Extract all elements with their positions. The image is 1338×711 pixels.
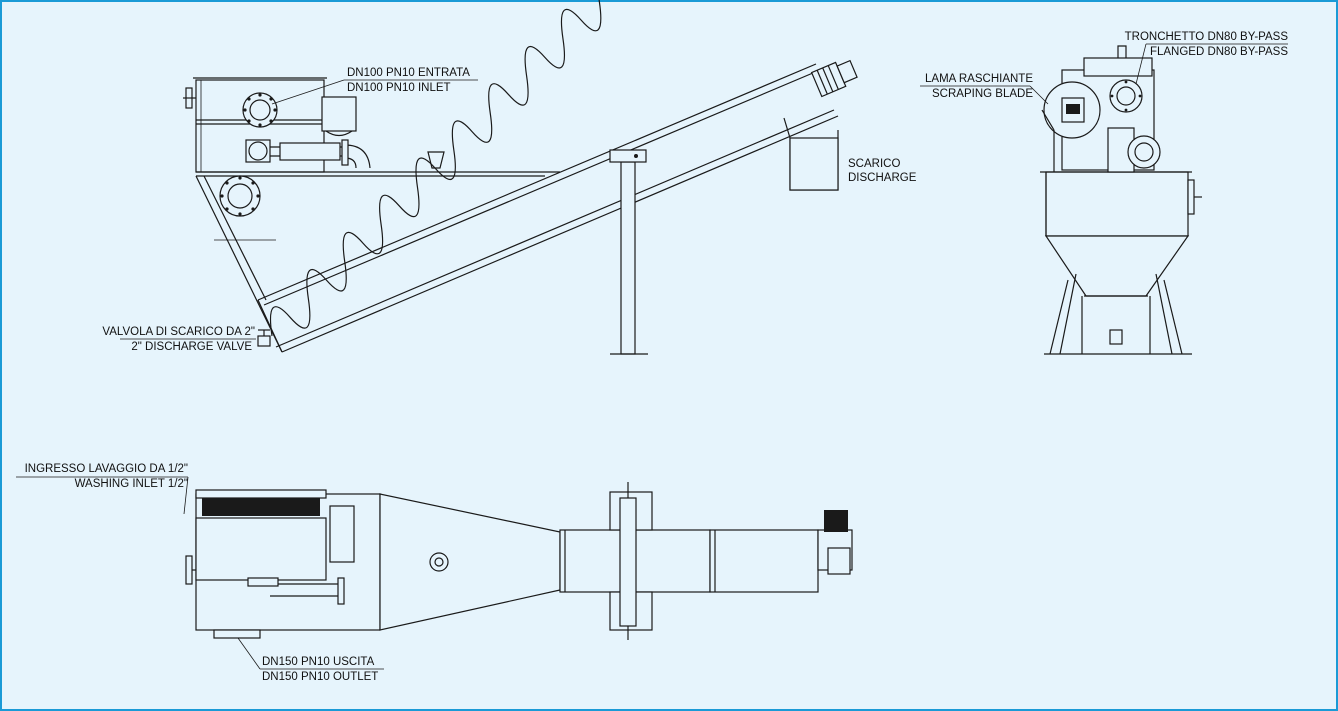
front-view bbox=[1040, 45, 1202, 355]
discharge-valve bbox=[257, 329, 271, 347]
plan-view bbox=[185, 482, 853, 640]
hopper-side bbox=[195, 175, 283, 353]
outlet-label-it: DN150 PN10 USCITA bbox=[262, 656, 375, 668]
inlet-label-en: DN100 PN10 INLET bbox=[347, 82, 451, 94]
outlet-flange bbox=[213, 629, 261, 639]
washing-label-en: WASHING INLET 1/2" bbox=[75, 478, 188, 490]
valve-label-en: 2" DISCHARGE VALVE bbox=[131, 341, 252, 353]
washing-label-it: INGRESSO LAVAGGIO DA 1/2" bbox=[25, 463, 188, 475]
discharge-label-en: DISCHARGE bbox=[848, 172, 917, 184]
bypass-label-en: FLANGED DN80 BY-PASS bbox=[1150, 46, 1288, 58]
inlet-label-it: DN100 PN10 ENTRATA bbox=[347, 67, 470, 79]
valve-label-it: VALVOLA DI SCARICO DA 2" bbox=[102, 326, 255, 338]
outlet-label-en: DN150 PN10 OUTLET bbox=[262, 671, 378, 683]
blade-label-en: SCRAPING BLADE bbox=[932, 88, 1033, 100]
side-view bbox=[183, 0, 858, 355]
screw-spiral bbox=[269, 0, 691, 337]
washing-header bbox=[202, 498, 320, 516]
inlet-flange bbox=[242, 92, 278, 128]
bypass-flange-front bbox=[1109, 79, 1143, 113]
lower-flange bbox=[219, 175, 261, 217]
support-leg bbox=[620, 161, 636, 355]
bypass-label-it: TRONCHETTO DN80 BY-PASS bbox=[1125, 31, 1289, 43]
discharge-label-it: SCARICO bbox=[848, 158, 900, 170]
blade-label-it: LAMA RASCHIANTE bbox=[925, 73, 1033, 85]
screw-tube bbox=[257, 63, 839, 353]
motor-side bbox=[810, 59, 858, 98]
